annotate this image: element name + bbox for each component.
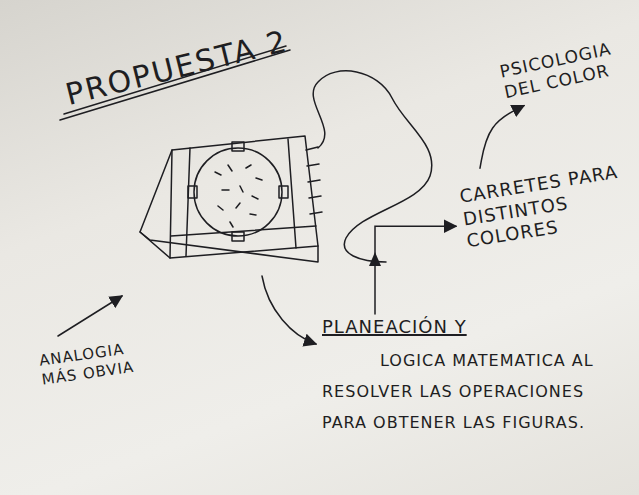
note-text: ANALOGIA MÁS OBVIA: [38, 335, 167, 390]
disc-marks: [215, 165, 262, 227]
easel-base: [140, 232, 318, 262]
note-text-block: PSICOLOGIA DEL COLOR: [498, 34, 639, 104]
leader-arrow: [58, 296, 122, 336]
clip: [232, 142, 244, 151]
clip: [279, 186, 288, 198]
note-text: CARRETES PARA DISTINTOS COLORES: [458, 158, 639, 253]
clip: [188, 186, 197, 198]
leader-arrow: [262, 276, 316, 344]
disc: [194, 148, 282, 236]
frame-bar: [288, 139, 296, 248]
note-text: PSICOLOGIA DEL COLOR: [498, 34, 639, 104]
thread-cable: [313, 71, 432, 262]
note-text: LOGICA MATEMATICA AL RESOLVER LAS OPERAC…: [322, 345, 627, 438]
arrow-connector: [480, 106, 524, 169]
arrow-connector: [375, 226, 456, 314]
clip: [232, 232, 244, 241]
note-text-block: CARRETES PARA DISTINTOS COLORES: [458, 158, 639, 253]
easel-frame: [170, 136, 318, 258]
spool-pegs: [306, 147, 322, 214]
note-text-block: ANALOGIA MÁS OBVIA: [38, 335, 167, 390]
sketch-title: PROPUESTA 2: [62, 23, 291, 112]
note-text-block: PLANEACIÓN Y LOGICA MATEMATICA AL RESOLVE…: [322, 316, 627, 438]
note-heading: PLANEACIÓN Y: [322, 316, 627, 339]
frame-bar: [186, 148, 190, 256]
